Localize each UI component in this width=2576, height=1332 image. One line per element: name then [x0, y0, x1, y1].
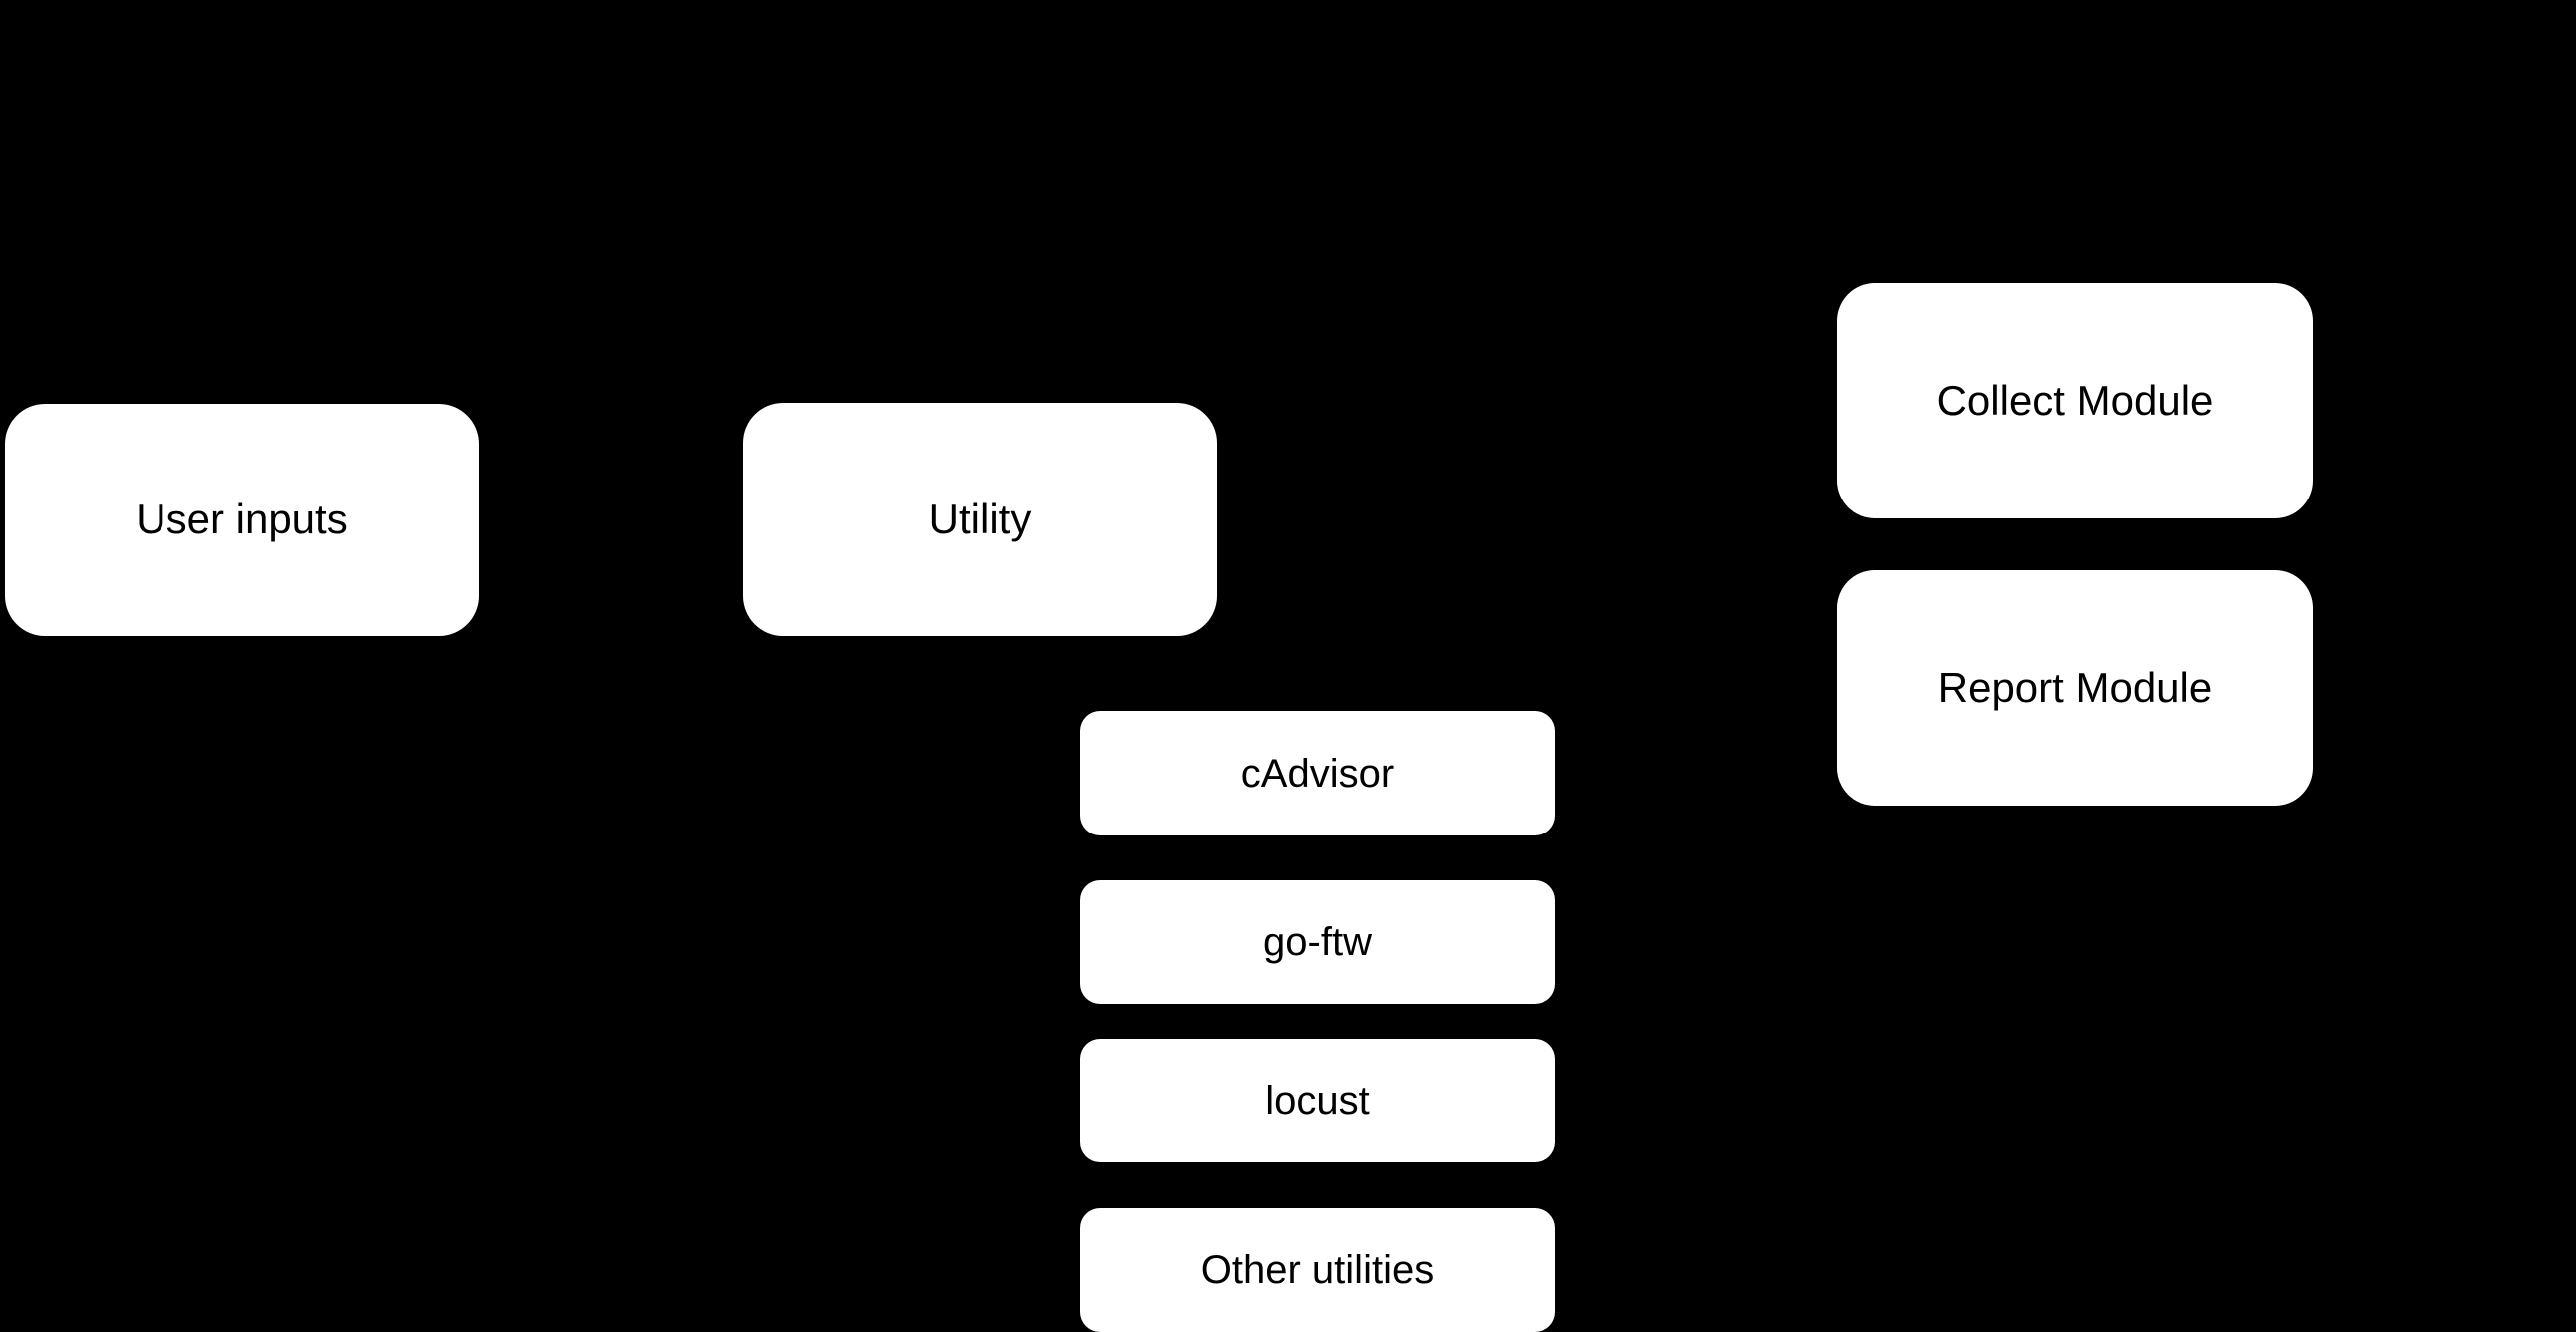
- node-user-inputs-label: User inputs: [136, 496, 348, 543]
- node-utility-label: Utility: [928, 495, 1032, 542]
- node-report-module[interactable]: Report Module: [1837, 570, 2313, 806]
- node-collect-module-label: Collect Module: [1936, 376, 2214, 424]
- node-cadvisor[interactable]: cAdvisor: [1080, 711, 1555, 835]
- node-report-module-label: Report Module: [1937, 663, 2213, 711]
- node-locust-label: locust: [1265, 1078, 1370, 1123]
- node-other-utilities-label: Other utilities: [1200, 1248, 1435, 1292]
- node-utility[interactable]: Utility: [743, 403, 1217, 636]
- node-collect-module[interactable]: Collect Module: [1837, 283, 2313, 518]
- node-other-utilities[interactable]: Other utilities: [1080, 1208, 1555, 1332]
- node-cadvisor-label: cAdvisor: [1240, 751, 1395, 796]
- node-locust[interactable]: locust: [1080, 1039, 1555, 1162]
- node-go-ftw[interactable]: go-ftw: [1080, 880, 1555, 1004]
- node-go-ftw-label: go-ftw: [1263, 920, 1372, 964]
- node-user-inputs[interactable]: User inputs: [5, 404, 479, 636]
